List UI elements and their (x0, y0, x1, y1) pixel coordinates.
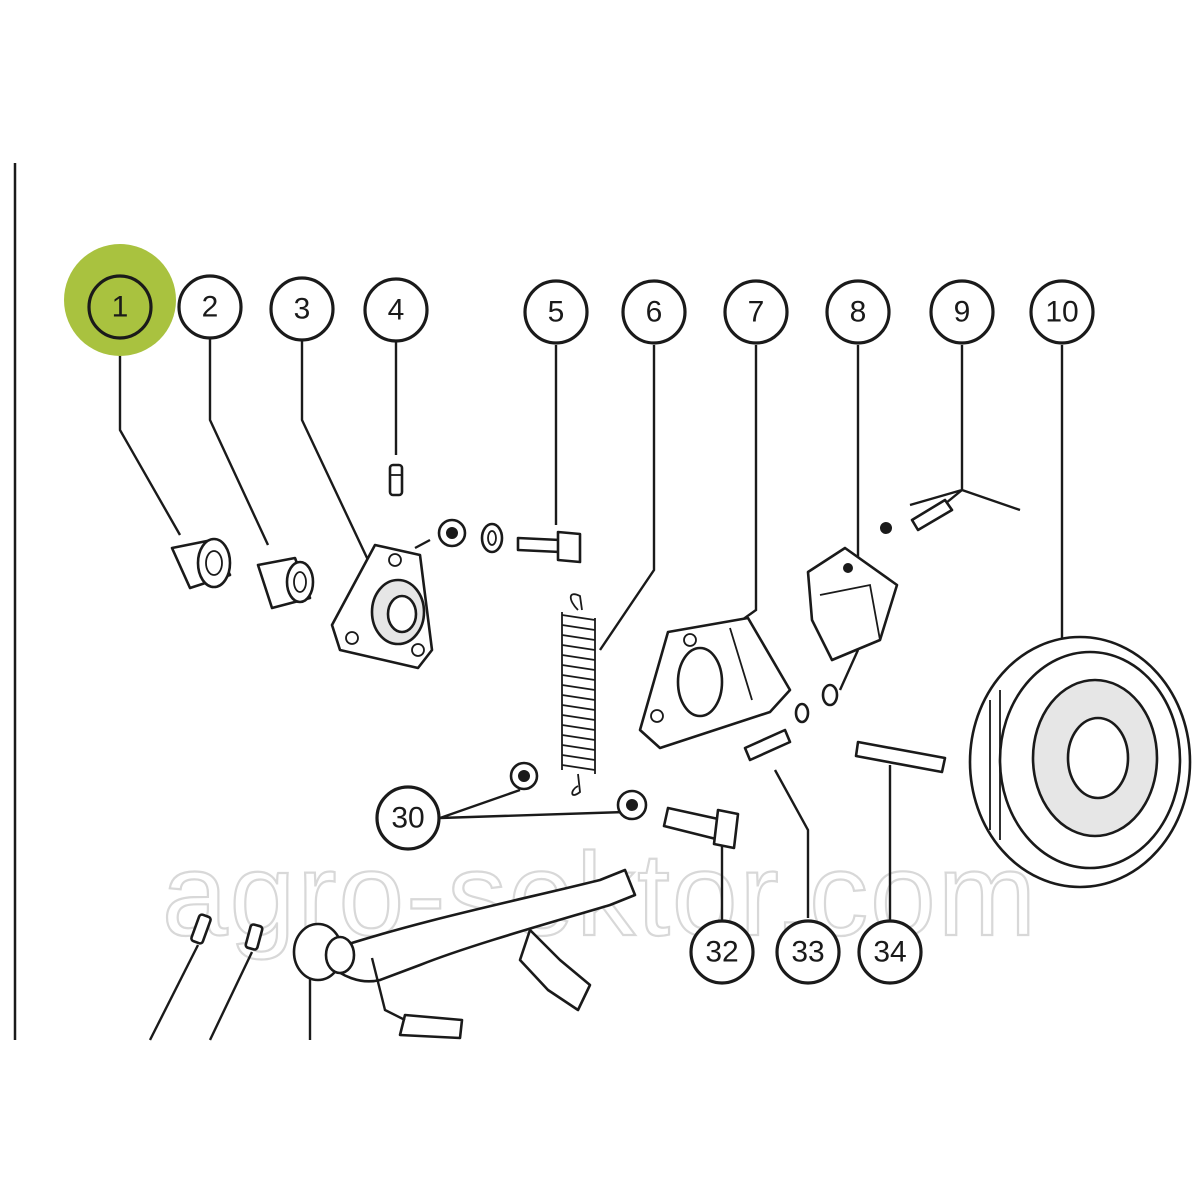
callout-9[interactable]: 9 (929, 279, 995, 345)
part-bolt-5 (516, 530, 582, 564)
callout-1-highlight (64, 244, 176, 356)
callout-label-6: 6 (646, 296, 663, 329)
part-spring-6 (561, 593, 596, 796)
callout-1[interactable]: 1 (87, 274, 153, 340)
callout-label-3: 3 (294, 293, 311, 326)
callout-label-2: 2 (202, 291, 219, 324)
part-bracket-7 (638, 616, 792, 750)
callout-label-10: 10 (1045, 296, 1078, 329)
part-lower-small (148, 913, 406, 1041)
part-washers-33 (743, 683, 839, 762)
part-nut-washer-5 (437, 518, 504, 554)
part-nipple-4 (388, 463, 404, 497)
callout-label-34: 34 (873, 936, 906, 969)
part-pulley-10 (968, 635, 1192, 889)
callout-7[interactable]: 7 (723, 279, 789, 345)
part-bushing-1 (170, 537, 232, 590)
leader-lines (118, 338, 1064, 920)
part-bushing-2 (256, 556, 315, 610)
part-bolt-32 (662, 806, 740, 850)
part-block-8 (806, 546, 899, 662)
callout-label-4: 4 (388, 294, 405, 327)
callout-label-7: 7 (748, 296, 765, 329)
callout-label-5: 5 (548, 296, 565, 329)
callout-33[interactable]: 33 (775, 919, 841, 985)
callout-5[interactable]: 5 (523, 279, 589, 345)
callout-label-8: 8 (850, 296, 867, 329)
callout-label-33: 33 (791, 936, 824, 969)
callout-10[interactable]: 10 (1029, 279, 1095, 345)
callout-3[interactable]: 3 (269, 276, 335, 342)
part-lever-arm (292, 868, 637, 1040)
callout-2[interactable]: 2 (177, 274, 243, 340)
part-flange-3 (330, 543, 434, 670)
callout-label-9: 9 (954, 296, 971, 329)
callout-label-30: 30 (391, 802, 424, 835)
callout-6[interactable]: 6 (621, 279, 687, 345)
callout-label-1: 1 (112, 291, 129, 324)
callout-34[interactable]: 34 (857, 919, 923, 985)
callout-4[interactable]: 4 (363, 277, 429, 343)
part-pin-34 (854, 740, 947, 774)
callout-label-32: 32 (705, 936, 738, 969)
callout-32[interactable]: 32 (689, 919, 755, 985)
part-screw-9 (880, 498, 954, 534)
callout-8[interactable]: 8 (825, 279, 891, 345)
callout-30[interactable]: 30 (375, 785, 441, 851)
part-nuts-30 (509, 761, 648, 821)
